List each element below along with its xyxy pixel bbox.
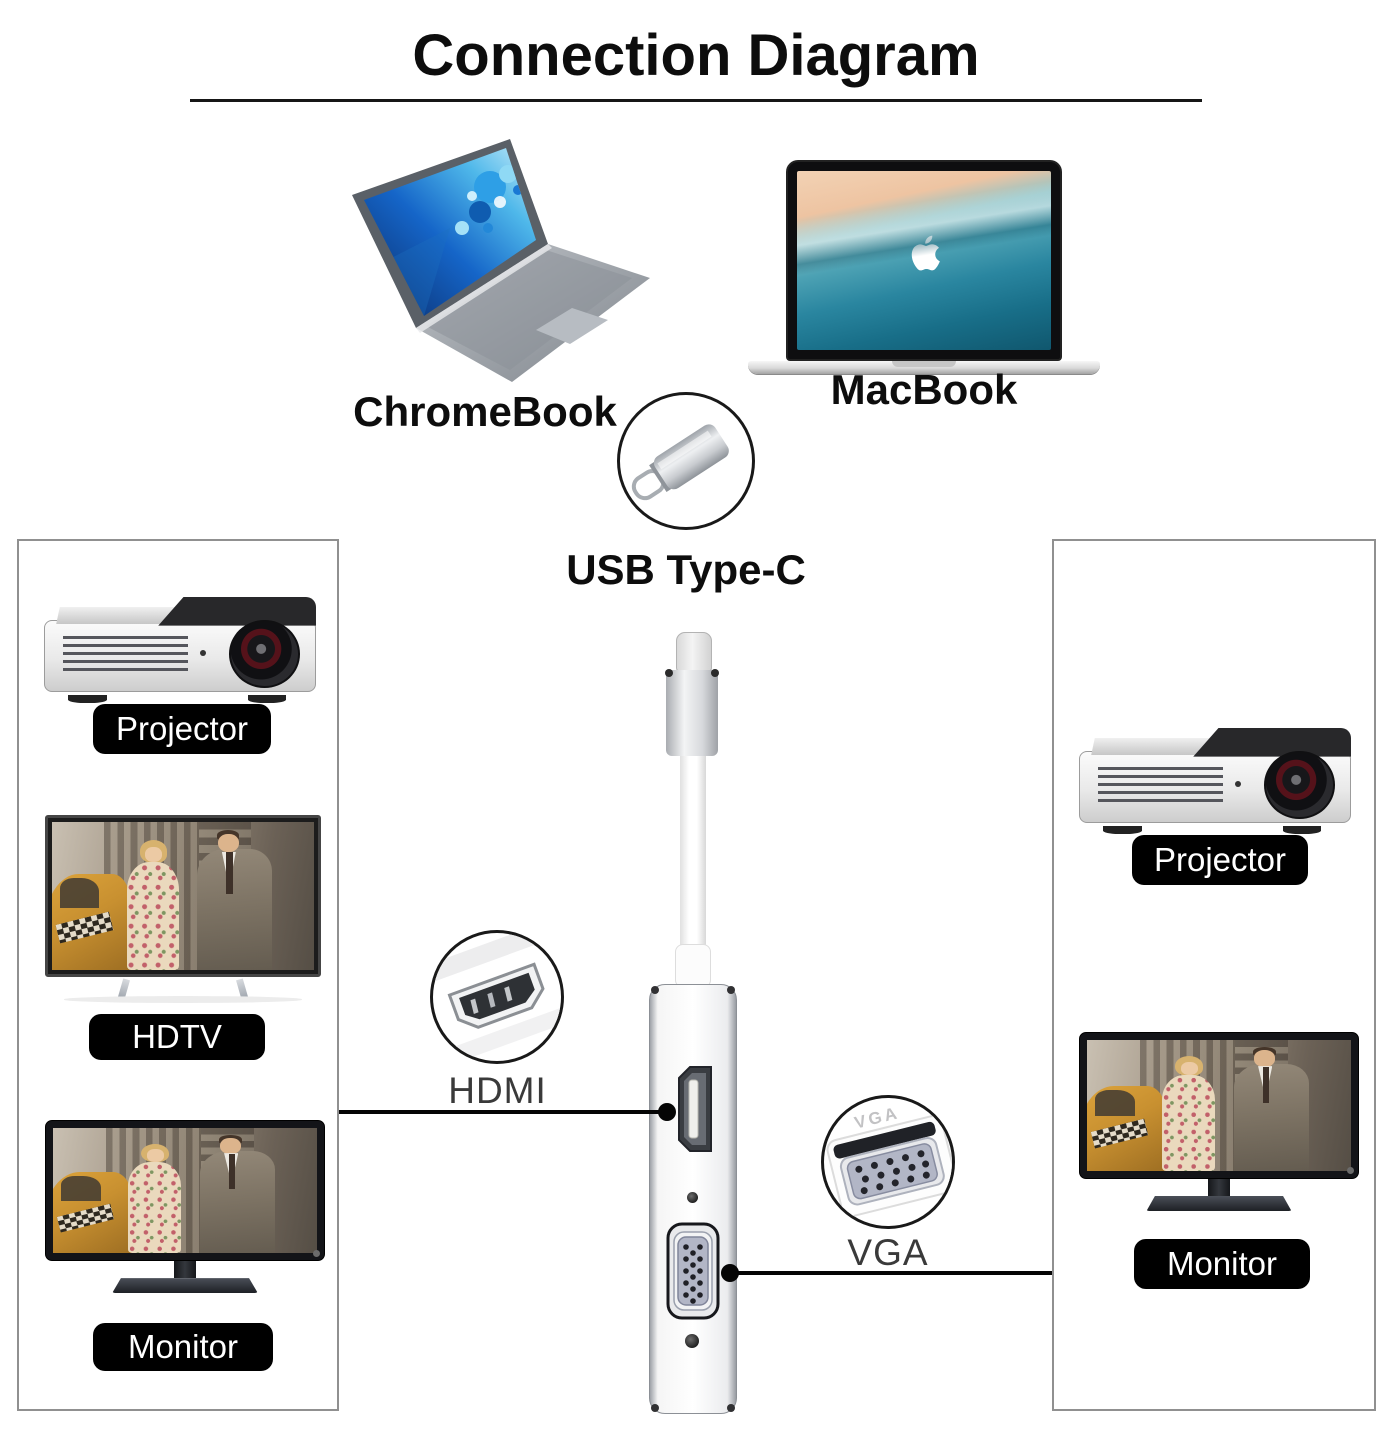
vga-magnifier: VGA [821,1095,955,1229]
projector-top-band [1193,728,1351,757]
projector-lens [1263,751,1335,820]
screen-photo [53,1128,317,1254]
projector-label: Projector [93,704,271,754]
usb-c-plug [665,669,719,756]
usb-c-plug-tip [676,632,712,672]
projector-image [44,597,316,703]
macbook-image [748,160,1100,374]
hdtv-shadow [64,996,302,1003]
chromebook-laptop-icon [352,139,650,382]
title-underline [190,99,1202,102]
projector-button [200,650,207,656]
screen-photo [1087,1040,1351,1171]
monitor-power-led [1346,1167,1354,1175]
vga-label: VGA [847,1232,929,1273]
screw-icon [687,1192,698,1203]
chromebook-label: ChromeBook [353,388,617,435]
projector-foot [248,694,287,703]
monitor-power-led [312,1249,320,1257]
chromebook-image [340,132,660,400]
body-corner-accent [727,986,735,994]
projector-button [1235,781,1242,787]
projector-label: Projector [1132,835,1308,885]
projector-foot [68,694,107,703]
page-title: Connection Diagram [412,23,980,88]
projector-image [1079,728,1351,834]
monitor-frame [1079,1032,1359,1179]
vga-port-icon [666,1222,720,1320]
screen-photo [52,822,314,970]
cable-strain-relief [675,944,711,988]
body-corner-accent [651,986,659,994]
hdtv-image [45,815,321,1003]
monitor-stand-neck [1207,1178,1231,1197]
right-panel: Projector Monitor [1052,539,1376,1411]
vga-connector-icon: VGA [826,1103,952,1218]
vga-connection-line [730,1271,1052,1275]
left-panel: Projector HDTV [17,539,339,1411]
adapter-body [649,984,737,1414]
monitor-screen [53,1128,317,1254]
adapter-cable [680,754,706,950]
vga-connection-dot [721,1264,739,1282]
monitor-frame [45,1120,325,1262]
hdmi-connection-dot [658,1103,676,1121]
monitor-screen [1087,1040,1351,1171]
monitor-image [1079,1032,1359,1225]
hdtv-label: HDTV [89,1014,265,1060]
monitor-stand-neck [173,1261,197,1279]
monitor-image [45,1120,325,1306]
monitor-label: Monitor [93,1323,273,1371]
monitor-label: Monitor [1134,1239,1310,1289]
body-corner-accent [651,1404,659,1412]
projector-foot [1283,825,1322,834]
projector-lens [228,620,300,689]
macbook-wallpaper [797,171,1051,350]
hdmi-connector-icon [433,933,561,1061]
projector-top-band [158,597,316,626]
hdmi-magnifier [430,930,564,1064]
projector-foot [1103,825,1142,834]
hdtv-frame [45,815,321,977]
hdmi-label: HDMI [448,1070,547,1111]
monitor-stand-base [1146,1196,1292,1212]
macbook-label: MacBook [830,366,1018,413]
body-corner-accent [727,1404,735,1412]
usb-type-c-label: USB Type-C [566,546,806,593]
projector-vents [63,636,189,677]
monitor-stand-base [112,1278,258,1293]
projector-vents [1098,767,1224,808]
apple-logo-icon [911,235,940,271]
hdtv-screen [52,822,314,970]
hdmi-port-icon [678,1066,712,1152]
hdmi-connection-line [339,1110,669,1114]
macbook-base [748,361,1100,374]
usb-c-connector-icon [631,424,729,501]
usb-c-magnifier [617,392,755,530]
screw-icon [685,1334,699,1348]
macbook-screen [786,160,1062,361]
